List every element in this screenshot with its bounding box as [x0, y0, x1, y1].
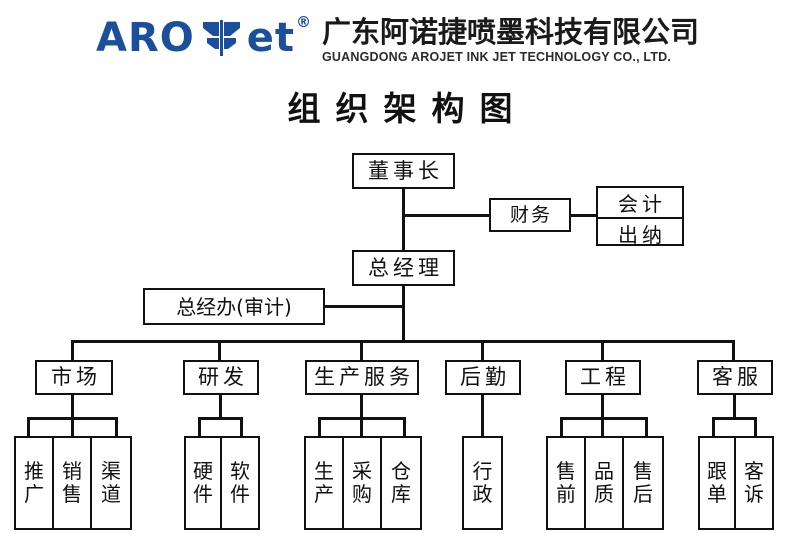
connector-bus-to-service: [732, 340, 735, 362]
node-finance: 财务: [489, 198, 571, 232]
node-cashier: 出纳: [618, 223, 666, 247]
company-logo: ARO et ®: [96, 13, 311, 61]
connector-gm-to-departments: [402, 286, 405, 342]
connector-engineering-bar: [560, 417, 648, 420]
connector-engineering-drop-2: [601, 417, 604, 436]
node-department-engineering: 工程: [565, 360, 641, 395]
node-presales: 售前: [548, 438, 586, 528]
node-department-production-service: 生产服务: [305, 360, 419, 395]
connector-rd-drop-1: [198, 417, 201, 436]
connector-bus-to-marketing: [71, 340, 74, 362]
connector-bus-to-rd: [218, 340, 221, 362]
node-purchasing: 采购: [344, 438, 382, 528]
node-department-customer-service: 客服: [697, 360, 773, 395]
connector-rd-stem: [219, 395, 222, 419]
company-name-chinese: 广东阿诺捷喷墨科技有限公司: [322, 15, 700, 49]
node-channel: 渠道: [100, 459, 121, 506]
company-name-english: GUANGDONG AROJET INK JET TECHNOLOGY CO.,…: [322, 50, 672, 65]
connector-service-drop-2: [754, 417, 757, 436]
connector-logistics-stem: [481, 395, 484, 436]
connector-production-stem: [360, 395, 363, 419]
connector-engineering-drop-1: [560, 417, 563, 436]
connector-service-bar: [712, 417, 757, 420]
node-department-logistics: 后勤: [445, 360, 521, 395]
node-aftersales: 售后: [632, 459, 653, 506]
node-accounting: 会计: [598, 188, 682, 219]
page-header: ARO et ® 广东阿诺捷喷墨科技有限公司 GUANGDONG AROJET …: [0, 0, 800, 80]
node-chairman: 董事长: [352, 153, 455, 189]
company-name-block: 广东阿诺捷喷墨科技有限公司 GUANGDONG AROJET INK JET T…: [322, 15, 700, 65]
logo-text-aro: ARO: [96, 15, 195, 61]
node-gm-office: 总经办(审计): [143, 288, 325, 325]
group-service-children: 跟单 客诉: [698, 436, 774, 530]
connector-finance-to-accounting: [571, 214, 596, 217]
connector-production-drop-2: [360, 417, 363, 436]
connector-production-drop-1: [318, 417, 321, 436]
connector-engineering-stem: [601, 395, 604, 419]
node-department-marketing: 市场: [35, 360, 113, 395]
connector-marketing-stem: [71, 395, 74, 419]
connector-marketing-drop-2: [71, 417, 74, 436]
node-software: 软件: [230, 459, 250, 506]
connector-service-stem: [733, 395, 736, 419]
connector-marketing-drop-1: [27, 417, 30, 436]
page-title: 组织架构图: [287, 89, 528, 128]
connector-service-drop-1: [712, 417, 715, 436]
node-department-rd: 研发: [183, 360, 259, 395]
connector-bus-to-logistics: [481, 340, 484, 362]
node-finance-children: 会计 出纳: [596, 186, 684, 247]
connector-gm-to-gm-office: [325, 305, 405, 308]
group-marketing-children: 推广 销售 渠道: [14, 436, 132, 530]
node-administration: 行政: [472, 459, 493, 506]
node-complaints: 客诉: [744, 459, 764, 506]
department-bus-line: [71, 340, 735, 343]
connector-chairman-to-finance: [402, 214, 489, 217]
group-rd-children: 硬件 软件: [184, 436, 260, 530]
node-quality: 品质: [586, 438, 624, 528]
node-hardware: 硬件: [186, 438, 222, 528]
wheat-leaf-icon: [199, 18, 243, 58]
connector-engineering-drop-3: [645, 417, 648, 436]
node-order-follow-up: 跟单: [700, 438, 736, 528]
node-promotion: 推广: [16, 438, 54, 528]
node-warehouse: 仓库: [390, 459, 411, 506]
group-logistics-children: 行政: [462, 436, 503, 530]
node-general-manager: 总经理: [352, 250, 455, 286]
connector-chairman-to-gm: [402, 189, 405, 250]
connector-production-drop-3: [403, 417, 406, 436]
connector-rd-bar: [198, 417, 243, 420]
logo-text-et: et: [246, 15, 296, 61]
registered-trademark-icon: ®: [296, 13, 312, 31]
connector-rd-drop-2: [240, 417, 243, 436]
node-sales: 销售: [54, 438, 92, 528]
connector-bus-to-production: [360, 340, 363, 362]
group-production-children: 生产 采购 仓库: [304, 436, 422, 530]
group-engineering-children: 售前 品质 售后: [546, 436, 664, 530]
connector-bus-to-engineering: [601, 340, 604, 362]
connector-marketing-drop-3: [115, 417, 118, 436]
node-manufacturing: 生产: [306, 438, 344, 528]
